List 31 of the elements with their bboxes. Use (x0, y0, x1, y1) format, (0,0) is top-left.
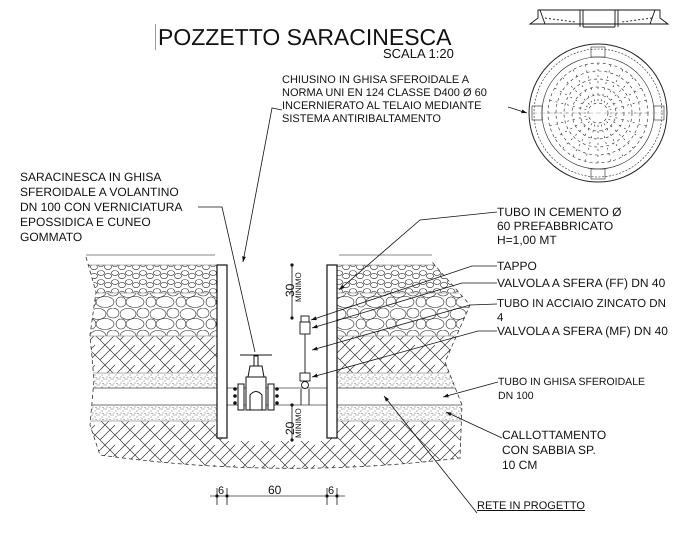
leader-line (310, 266, 498, 320)
callout-text: VALVOLA A SFERA (FF) DN 40 (497, 276, 677, 290)
callout-text: CHIUSINO IN GHISA SFEROIDALE A NORMA UNI EN 124 CLASSE D400 Ø 60 INCERNIERATO AL TELAIO MEDIANTE SISTEMA ANTIRIBALTAMENTO (282, 74, 508, 126)
callout-text: SARACINESCA IN GHISA SFEROIDALE A VOLANTINO DN 100 CON VERNICIATURA EPOSSIDICA E CUNEO GOMMATO (20, 170, 198, 245)
callout-text: TUBO IN ACCIAIO ZINCATO DN 4 (497, 297, 675, 325)
manhole-cover-plan-drawing (527, 42, 669, 184)
leader-line (312, 330, 498, 378)
scale-note: SCALA 1:20 (383, 47, 454, 60)
leader-line (312, 304, 498, 350)
dimension-text: MINIMO (295, 408, 303, 438)
leader-line (198, 206, 256, 352)
callout-text: VALVOLA A SFERA (MF) DN 40 (497, 324, 677, 338)
title: POZZETTO SARACINESCA (155, 24, 452, 50)
dimension-text: 6 (328, 486, 334, 497)
leader-line (446, 412, 502, 438)
leader-line (508, 106, 528, 114)
dimension-text: 60 (268, 484, 282, 496)
dimension-text: 30 (284, 284, 296, 297)
dimension-text: 6 (218, 486, 224, 497)
callout-text: TAPPO (497, 259, 577, 273)
callout-text: CALLOTTAMENTO CON SABBIA SP. 10 CM (502, 428, 612, 473)
dimension-text: MINIMO (295, 272, 303, 302)
leader-line (312, 282, 498, 328)
leader-line (442, 382, 498, 398)
callout-text: TUBO IN CEMENTO Ø 60 PREFABBRICATO H=1,00 MT (497, 205, 632, 247)
leader-line (242, 108, 282, 262)
callout-text: TUBO IN GHISA SFEROIDALE DN 100 (498, 375, 648, 403)
callout-text: RETE IN PROGETTO (477, 499, 597, 513)
dimension-text: 20 (284, 422, 296, 435)
leader-line (384, 396, 478, 514)
leader-line (338, 212, 498, 290)
